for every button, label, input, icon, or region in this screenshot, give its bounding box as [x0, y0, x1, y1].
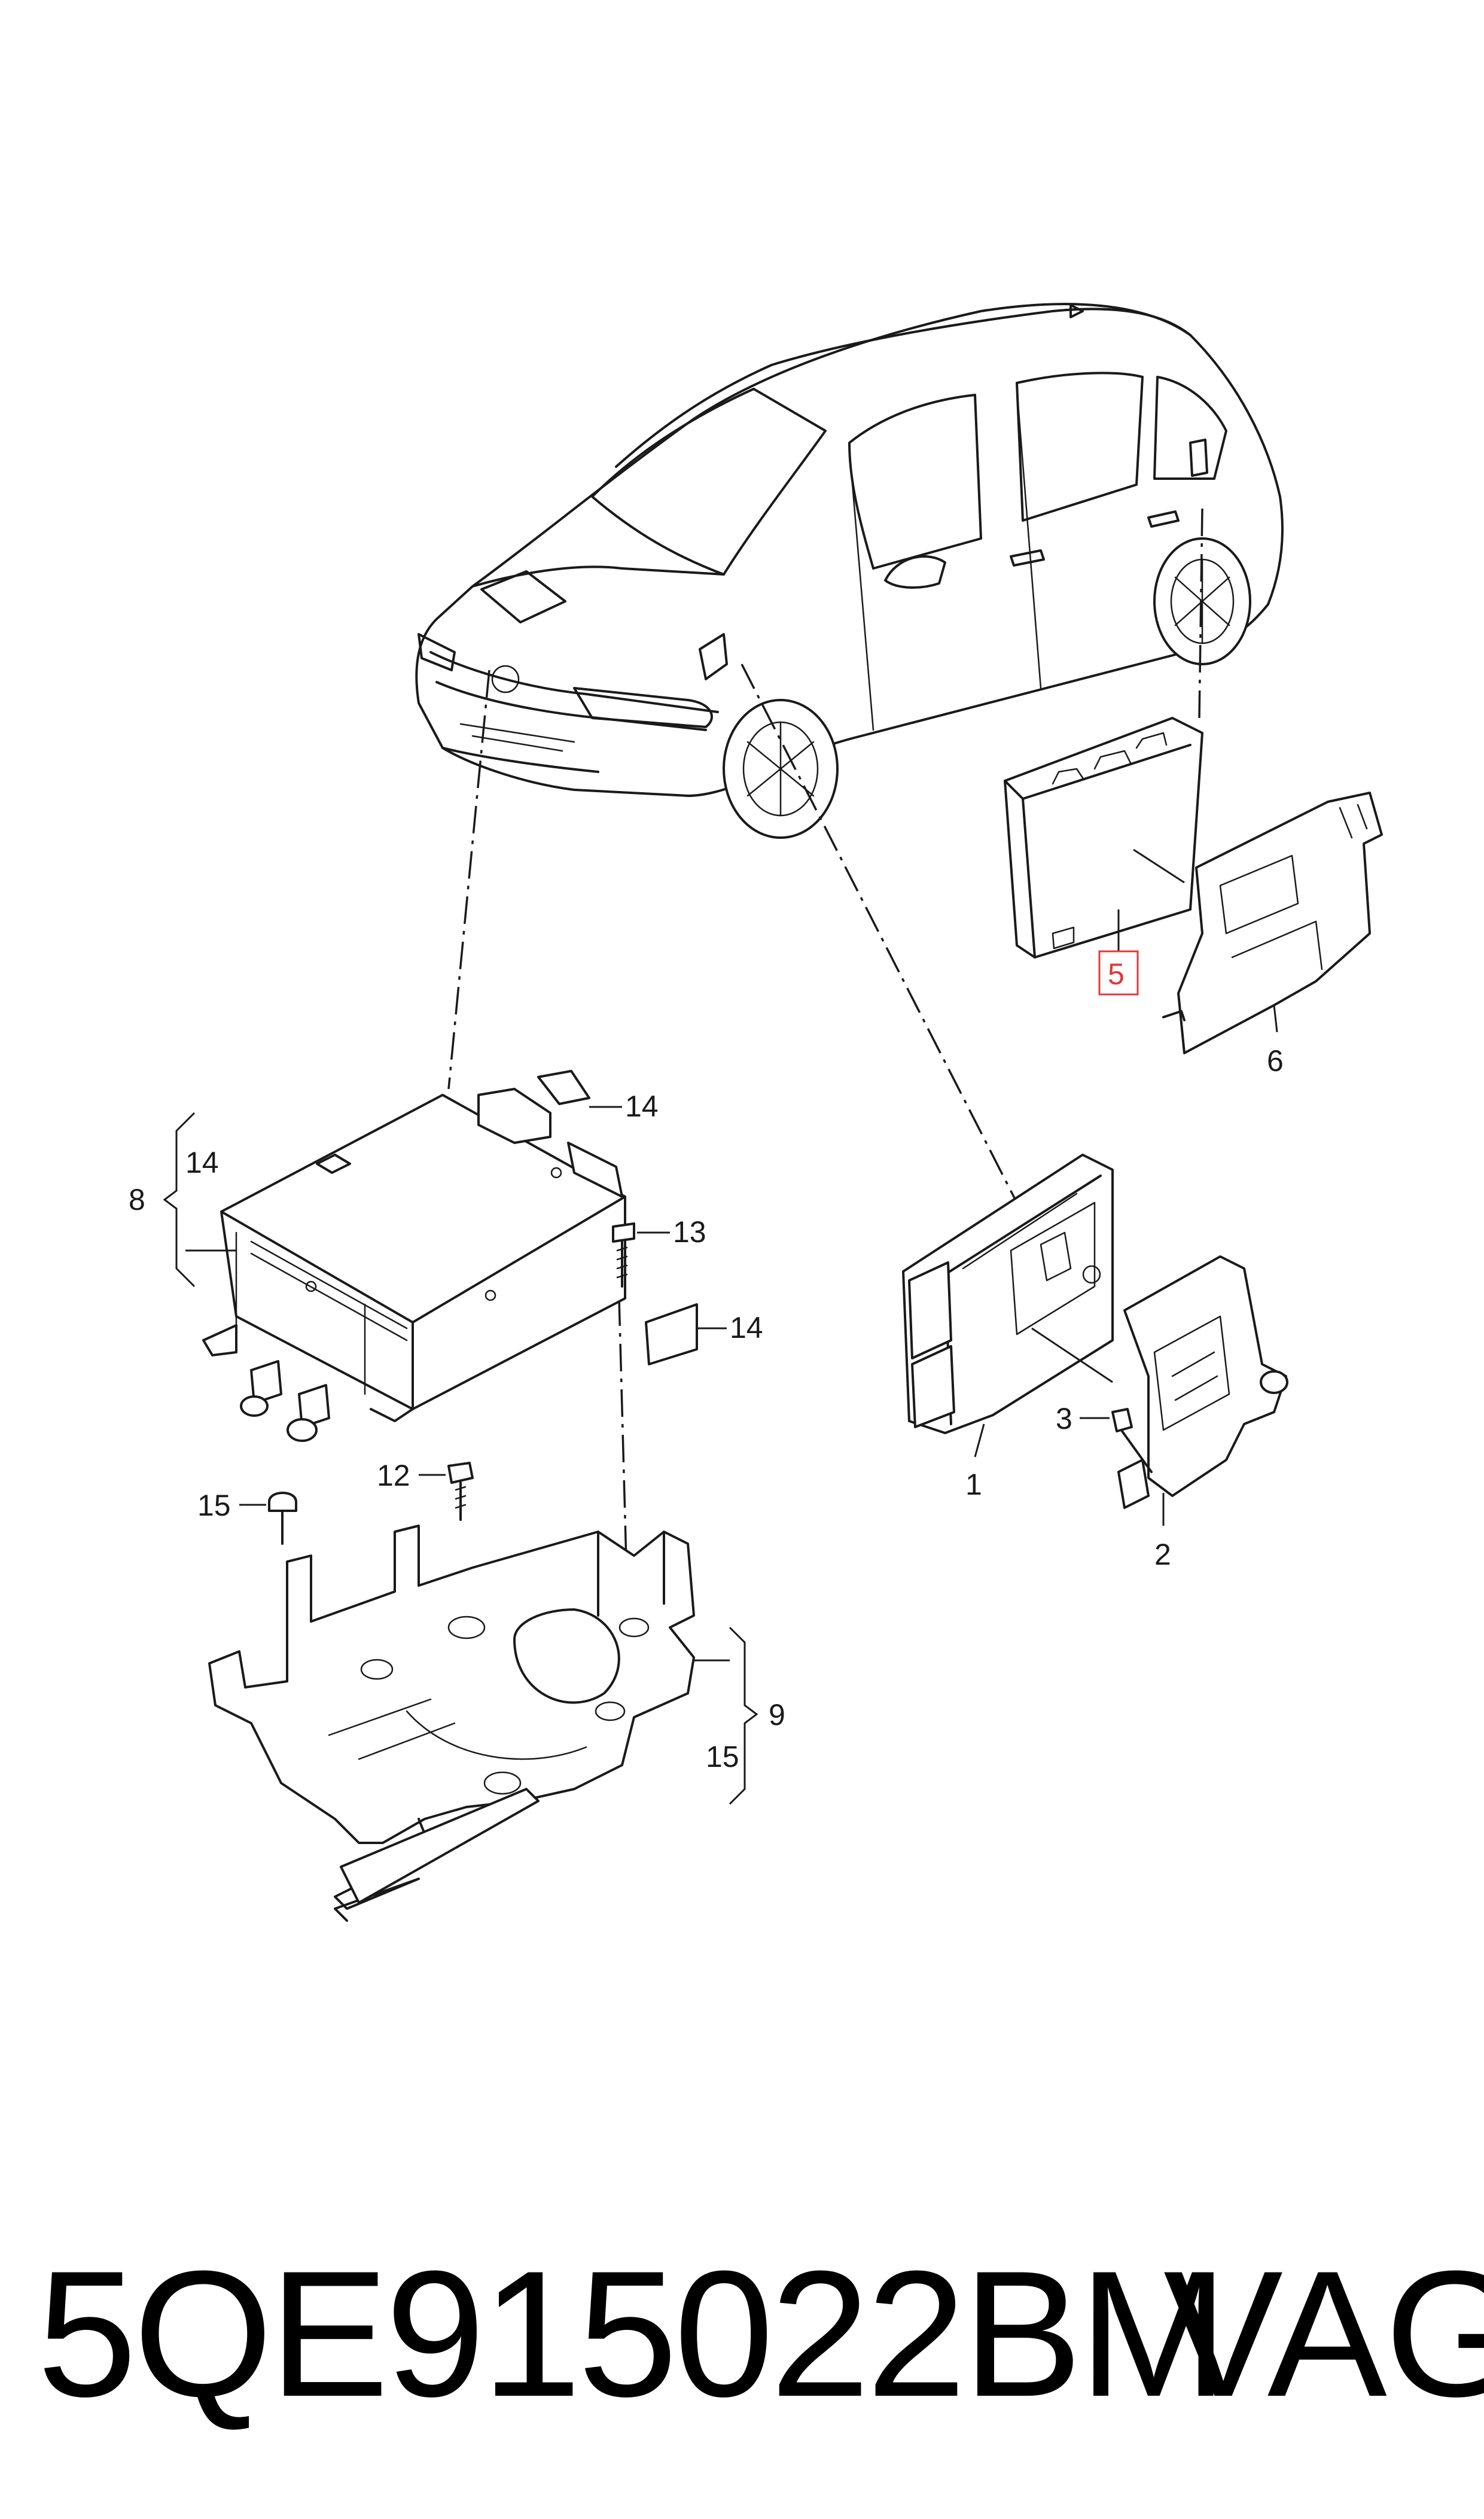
car-illustration: [415, 303, 1284, 839]
part-2-bracket: [1117, 1255, 1288, 1509]
part-8-power-module: [202, 1088, 626, 1442]
callout-3: 3: [1056, 1402, 1072, 1435]
callout-6: 6: [1267, 1044, 1284, 1078]
callout-9: 9: [769, 1698, 785, 1732]
brand-name: VAG: [1163, 2233, 1484, 2434]
callout-5-highlight: [1098, 950, 1139, 996]
part-1-control-unit: [902, 1154, 1114, 1434]
part-15-bolt: [268, 1492, 297, 1545]
callout-12: 12: [377, 1459, 410, 1492]
part-9-carrier-frame: [208, 1525, 695, 1922]
part-12-bolt: [447, 1462, 474, 1521]
callout-14-right: 14: [730, 1311, 763, 1344]
callout-2: 2: [1154, 1538, 1171, 1571]
part-number: 5QE915022BM: [37, 2233, 1228, 2434]
part-6-bracket: [1162, 792, 1383, 1054]
part-5-control-unit: [1004, 717, 1203, 959]
callout-8: 8: [129, 1183, 145, 1216]
callout-15-bottom: 15: [706, 1740, 739, 1773]
fender-location-marker: [699, 633, 728, 680]
label-sticker-top: [537, 1070, 590, 1105]
exploded-parts-diagram: 5 6 14 14 8 14: [129, 303, 1383, 1922]
footer: 5QE915022BM VAG: [0, 2238, 1484, 2429]
callout-1: 1: [965, 1468, 982, 1501]
part-3-nut: [1111, 1408, 1153, 1473]
rear-location-marker: [1189, 439, 1208, 477]
callout-14-left: 14: [185, 1146, 219, 1179]
callout-15-top: 15: [197, 1489, 231, 1522]
label-sticker-right: [645, 1303, 698, 1365]
leader-line-part-1: [741, 664, 1018, 1203]
hood-location-marker: [480, 570, 566, 623]
callout-13: 13: [673, 1215, 706, 1249]
part-13-bolt: [612, 1222, 635, 1288]
callout-14-top: 14: [625, 1090, 659, 1123]
leader-line-part-8: [447, 670, 490, 1090]
callout-5: 5: [1108, 957, 1125, 991]
leader-line-part-5: [1198, 508, 1203, 719]
